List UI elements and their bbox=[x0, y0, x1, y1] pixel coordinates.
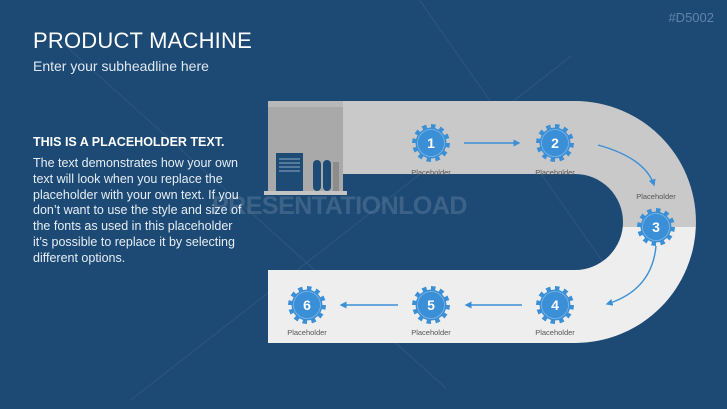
watermark: PRESENTATIONLOAD bbox=[212, 192, 467, 220]
step-label: Placeholder bbox=[636, 192, 676, 201]
step-number: 5 bbox=[427, 297, 435, 313]
body-text: The text demonstrates how your own text … bbox=[33, 156, 242, 265]
step-number: 4 bbox=[551, 297, 559, 313]
machine-tank bbox=[313, 160, 321, 191]
page-title: PRODUCT MACHINE bbox=[33, 28, 252, 53]
process-gears: 1 2 3 4 5 6 bbox=[288, 124, 675, 324]
step-label: Placeholder bbox=[411, 168, 451, 177]
conveyor-track bbox=[268, 101, 696, 343]
flow-arrows bbox=[339, 139, 657, 309]
gear-icon: 5 bbox=[412, 286, 450, 324]
gear-icon: 1 bbox=[412, 124, 450, 162]
slide-code: #D5002 bbox=[668, 10, 714, 25]
step-number: 6 bbox=[303, 297, 311, 313]
step-label: Placeholder bbox=[535, 168, 575, 177]
flow-arrow bbox=[597, 144, 656, 187]
step-label: Placeholder bbox=[535, 328, 575, 337]
gear-icon: 2 bbox=[536, 124, 574, 162]
body-heading: THIS IS A PLACEHOLDER TEXT. bbox=[33, 135, 225, 149]
page-subtitle: Enter your subheadline here bbox=[33, 58, 209, 74]
step-label: Placeholder bbox=[411, 328, 451, 337]
step-number: 2 bbox=[551, 135, 559, 151]
step-label: Placeholder bbox=[287, 328, 327, 337]
machine-building bbox=[264, 101, 347, 195]
machine-tank bbox=[323, 160, 331, 191]
gear-icon: 6 bbox=[288, 286, 326, 324]
step-number: 1 bbox=[427, 135, 435, 151]
step-number: 3 bbox=[652, 219, 660, 235]
gear-icon: 3 bbox=[637, 208, 675, 246]
gear-icon: 4 bbox=[536, 286, 574, 324]
flow-arrow bbox=[605, 245, 657, 306]
